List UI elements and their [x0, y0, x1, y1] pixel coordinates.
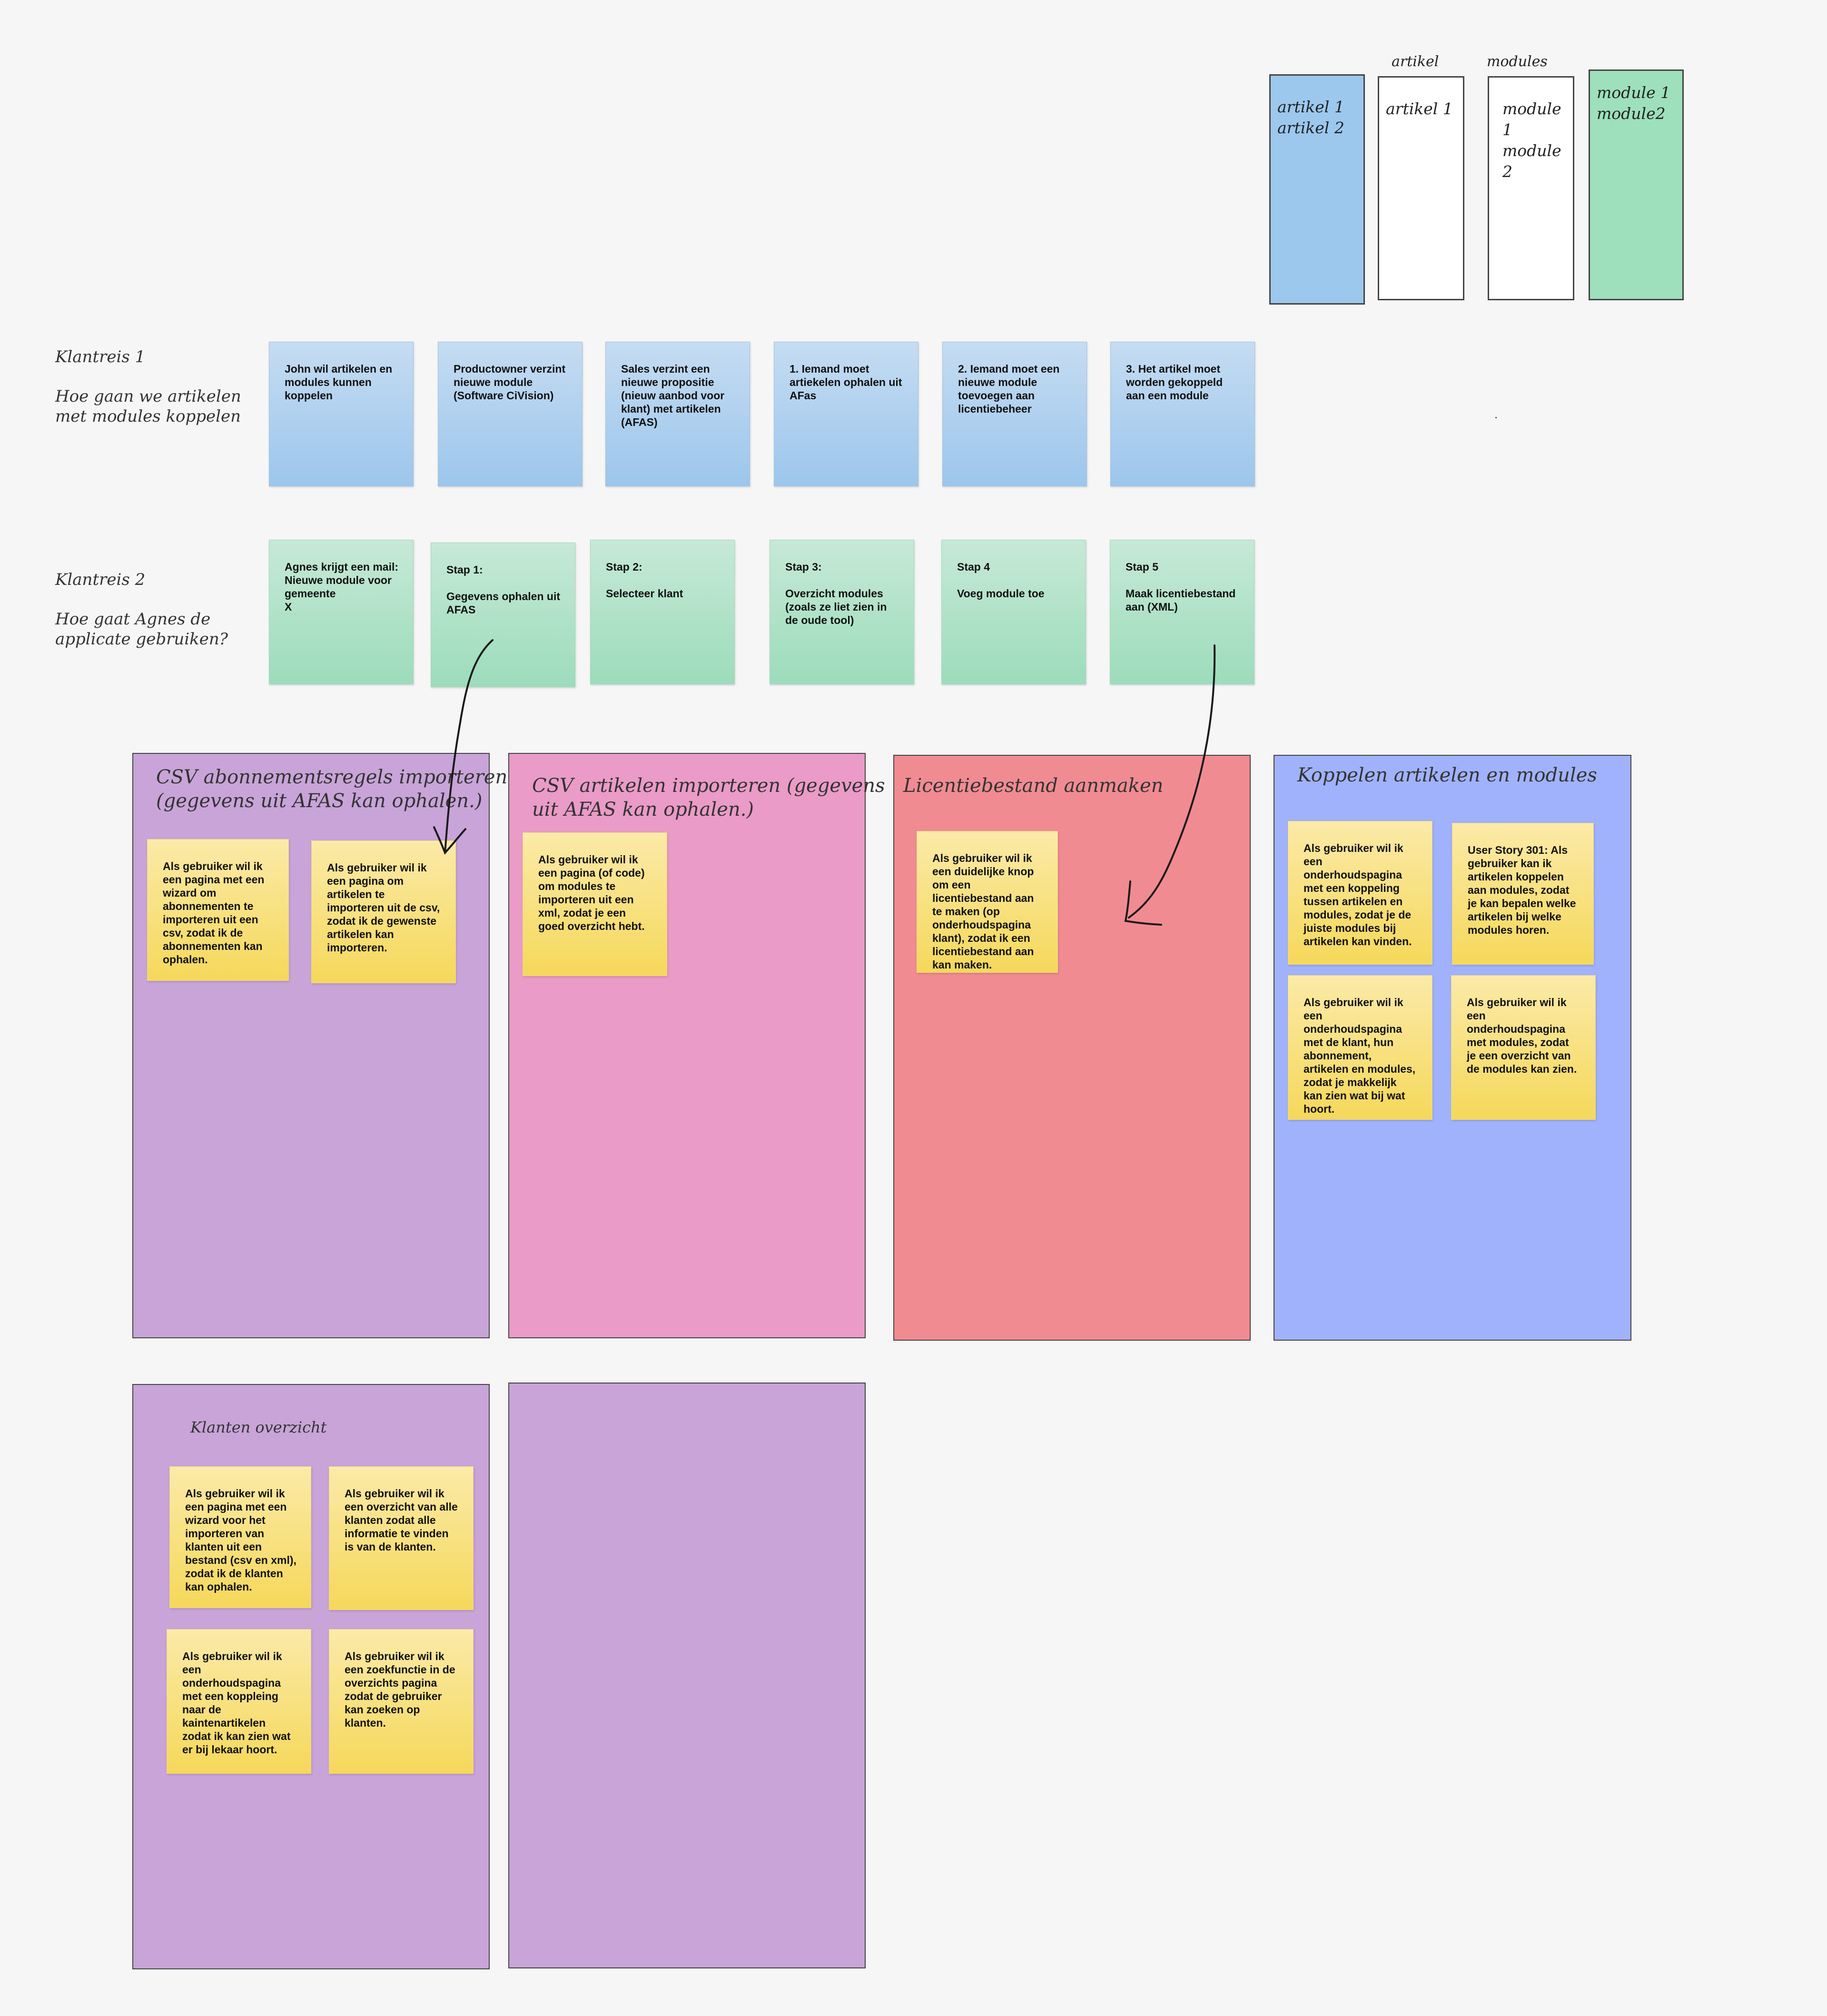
- frame5-note-3[interactable]: Als gebruiker wil ik een onderhoudspagin…: [167, 1629, 311, 1774]
- frame5-note-2[interactable]: Als gebruiker wil ik een overzicht van a…: [329, 1466, 474, 1610]
- frame4-note-1[interactable]: Als gebruiker wil ik een onderhoudspagin…: [1288, 821, 1432, 965]
- frame4-note-4[interactable]: Als gebruiker wil ik een onderhoudspagin…: [1451, 975, 1596, 1120]
- journey2-title: Klantreis 2: [55, 570, 146, 589]
- journey1-card-1[interactable]: John wil artikelen en modules kunnen kop…: [269, 342, 414, 486]
- journey1-card-5[interactable]: 2. Iemand moet een nieuwe module toevoeg…: [942, 342, 1087, 486]
- frame-csv-abonnementsregels-title: CSV abonnementsregels importeren (gegeve…: [156, 766, 508, 812]
- frame4-note-3[interactable]: Als gebruiker wil ik een onderhoudspagin…: [1288, 975, 1432, 1120]
- frame1-note-2[interactable]: Als gebruiker wil ik een pagina om artik…: [311, 840, 456, 983]
- frame1-note-1[interactable]: Als gebruiker wil ik een pagina met een …: [147, 839, 289, 981]
- column-header-artikel: artikel: [1392, 53, 1439, 70]
- journey1-card-2[interactable]: Productowner verzint nieuwe module (Soft…: [438, 342, 583, 486]
- journey2-card-4[interactable]: Stap 3: Overzicht modules (zoals ze liet…: [770, 540, 914, 684]
- journey1-question: Hoe gaan we artikelen met modules koppel…: [55, 387, 241, 426]
- journey1-card-4[interactable]: 1. Iemand moet artiekelen ophalen uit AF…: [774, 342, 918, 486]
- journey1-card-6[interactable]: 3. Het artikel moet worden gekoppeld aan…: [1110, 342, 1255, 486]
- journey2-question: Hoe gaat Agnes de applicate gebruiken?: [55, 610, 228, 649]
- artikel-column-white[interactable]: artikel 1: [1378, 76, 1464, 300]
- frame5-note-1[interactable]: Als gebruiker wil ik een pagina met een …: [169, 1466, 311, 1608]
- journey2-card-5[interactable]: Stap 4 Voeg module toe: [941, 540, 1086, 684]
- column-header-modules: modules: [1487, 53, 1548, 70]
- frame2-note-1[interactable]: Als gebruiker wil ik een pagina (of code…: [523, 832, 667, 976]
- journey1-card-3[interactable]: Sales verzint een nieuwe propositie (nie…: [605, 342, 750, 486]
- journey2-card-1[interactable]: Agnes krijgt een mail: Nieuwe module voo…: [269, 540, 414, 684]
- frame-koppelen-title: Koppelen artikelen en modules: [1297, 764, 1597, 786]
- journey1-title: Klantreis 1: [55, 347, 146, 366]
- artikel-column-blue[interactable]: artikel 1 artikel 2: [1269, 74, 1365, 305]
- modules-column-white[interactable]: module 1 module 2: [1488, 76, 1574, 300]
- frame5-note-4[interactable]: Als gebruiker wil ik een zoekfunctie in …: [329, 1629, 474, 1774]
- frame-empty[interactable]: [508, 1383, 866, 1968]
- frame4-note-2[interactable]: User Story 301: Als gebruiker kan ik art…: [1452, 823, 1594, 965]
- stray-dot: .: [1494, 407, 1498, 421]
- frame3-note-1[interactable]: Als gebruiker wil ik een duidelijke knop…: [917, 831, 1058, 973]
- journey2-card-6[interactable]: Stap 5 Maak licentiebestand aan (XML): [1110, 540, 1254, 684]
- journey2-card-2[interactable]: Stap 1: Gegevens ophalen uit AFAS: [431, 543, 575, 687]
- frame-klanten-overzicht-title: Klanten overzicht: [190, 1418, 327, 1436]
- frame-csv-artikelen-title: CSV artikelen importeren (gegevens uit A…: [532, 775, 885, 820]
- modules-column-green[interactable]: module 1 module2: [1589, 69, 1684, 300]
- journey2-card-3[interactable]: Stap 2: Selecteer klant: [590, 540, 735, 684]
- frame-licentiebestand-title: Licentiebestand aanmaken: [903, 775, 1164, 797]
